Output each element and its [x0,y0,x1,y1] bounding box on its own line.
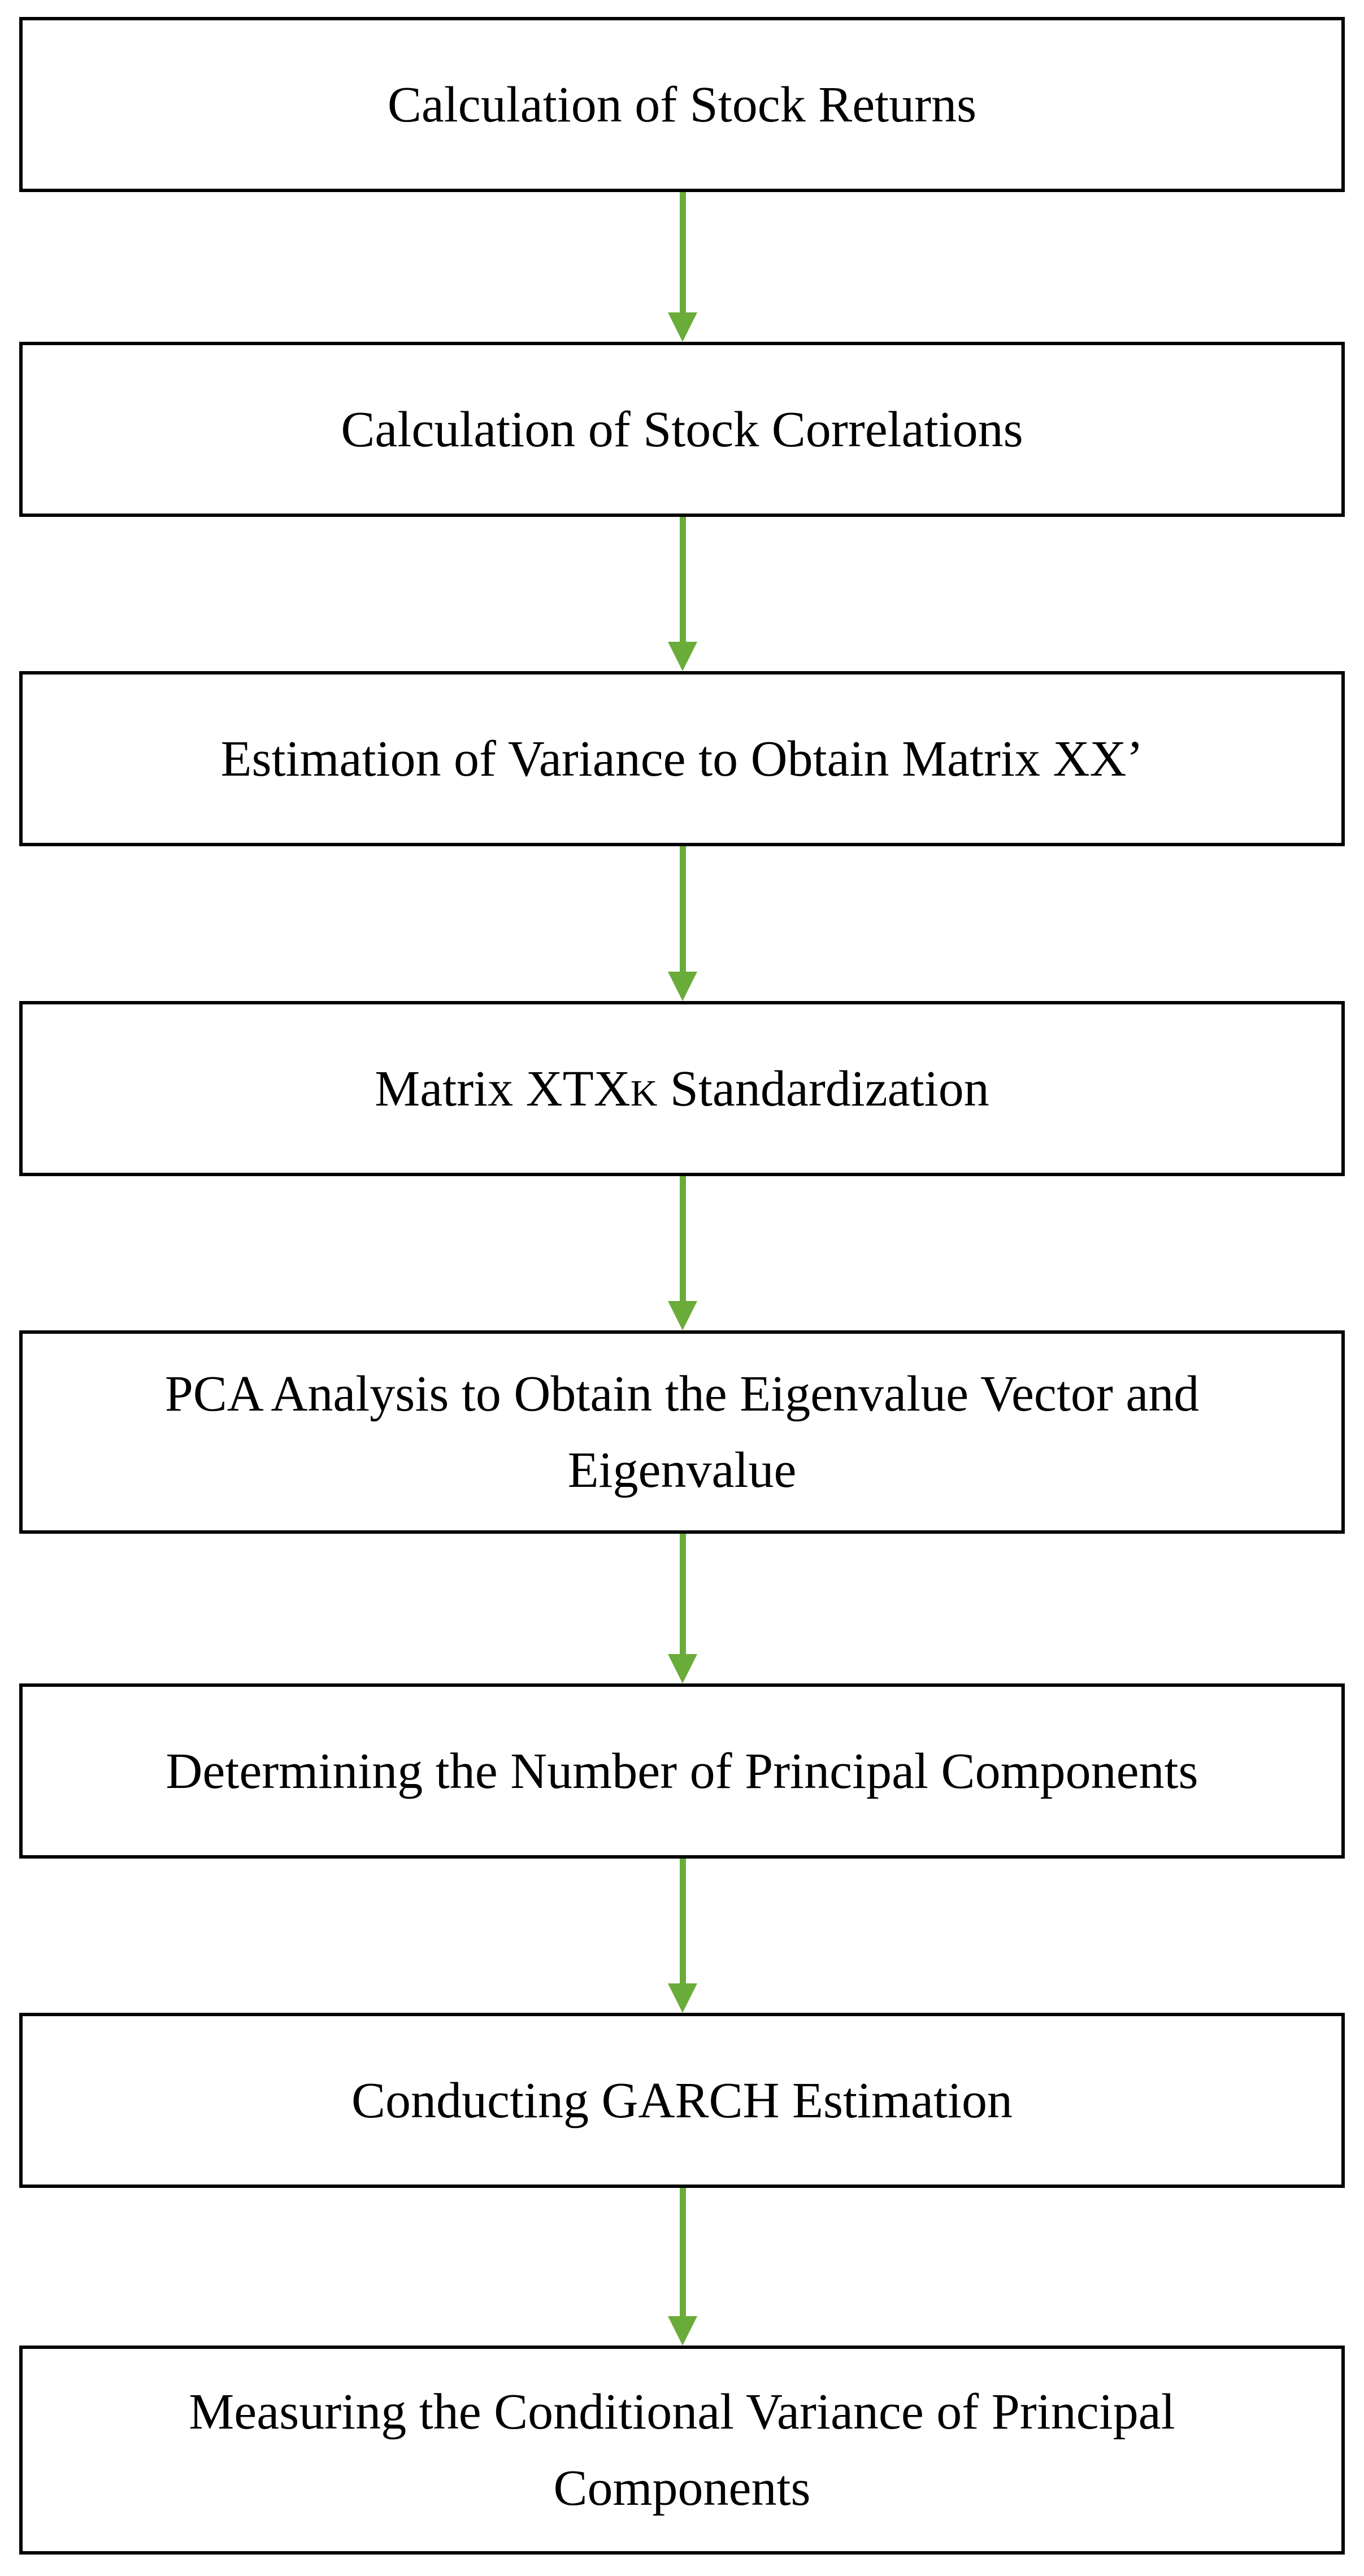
step-box-garch-estimation: Conducting GARCH Estimation [19,2013,1345,2188]
flow-arrow [668,1534,697,1683]
step-box-stock-returns: Calculation of Stock Returns [19,17,1345,192]
step-label-suffix: Standardization [657,1060,989,1117]
step-label: Calculation of Stock Correlations [341,401,1023,458]
step-label: Conducting GARCH Estimation [351,2072,1013,2129]
step-box-variance-estimation: Estimation of Variance to Obtain Matrix … [19,671,1345,846]
step-box-stock-correlations: Calculation of Stock Correlations [19,342,1345,517]
step-box-matrix-standardization: Matrix XTXK Standardization [19,1001,1345,1176]
flow-arrow [668,846,697,1001]
step-label: PCA Analysis to Obtain the Eigenvalue Ve… [164,1366,1200,1498]
step-box-pca-analysis: PCA Analysis to Obtain the Eigenvalue Ve… [19,1330,1345,1534]
flow-arrow [668,1859,697,2013]
step-label: Matrix XTXK Standardization [307,1051,1057,1127]
step-label-prefix: Matrix XTX [375,1060,631,1117]
step-label: Calculation of Stock Returns [387,76,977,133]
step-label: Determining the Number of Principal Comp… [166,1743,1198,1799]
step-box-number-of-components: Determining the Number of Principal Comp… [19,1683,1345,1859]
step-label-subscript: K [630,1072,658,1114]
flow-arrow [668,2188,697,2346]
flow-arrow [668,517,697,671]
step-box-conditional-variance: Measuring the Conditional Variance of Pr… [19,2346,1345,2555]
step-label: Measuring the Conditional Variance of Pr… [189,2384,1175,2516]
step-label: Estimation of Variance to Obtain Matrix … [220,730,1144,787]
flow-arrow [668,1176,697,1330]
flow-arrow [668,192,697,342]
